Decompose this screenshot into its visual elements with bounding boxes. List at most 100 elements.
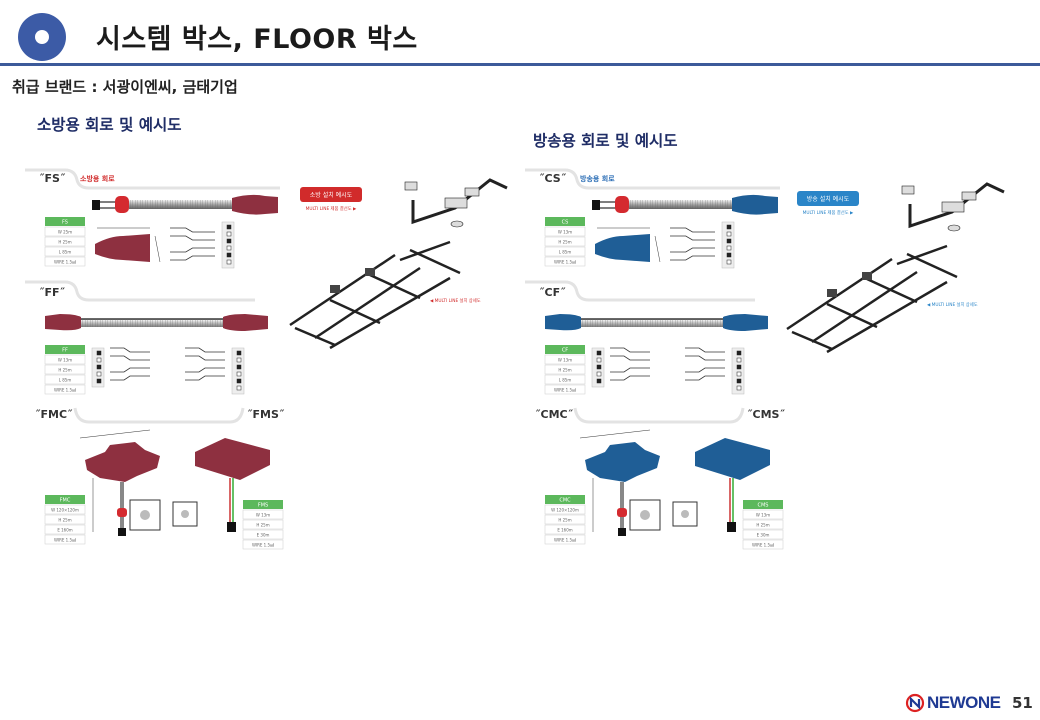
page-title: 시스템 박스, FLOOR 박스	[96, 24, 418, 55]
svg-text:WIRE 1.5㎟: WIRE 1.5㎟	[54, 258, 76, 264]
terminal-block	[721, 221, 735, 269]
exploded-assembly-drawing	[404, 178, 508, 228]
wiring-diagram	[110, 347, 150, 381]
svg-text:FS: FS	[62, 220, 68, 226]
newone-logo-icon	[905, 693, 925, 713]
svg-text:H 25m: H 25m	[256, 522, 269, 527]
product-tag: ˝FF˝	[39, 286, 66, 299]
connector-drawing	[595, 227, 661, 263]
connector-drawing	[95, 227, 161, 263]
svg-text:H 25m: H 25m	[58, 517, 71, 522]
left-section-heading: 소방용 회로 및 예시도	[37, 116, 182, 134]
svg-text:H 25m: H 25m	[558, 239, 571, 244]
svg-text:WIRE 1.5㎟: WIRE 1.5㎟	[554, 258, 576, 264]
svg-text:H 25m: H 25m	[58, 367, 71, 372]
diagram-badge-label: 방송 설치 예시도	[807, 195, 850, 203]
product-title: 소방용 회로	[80, 174, 115, 183]
svg-text:L 85m: L 85m	[59, 377, 72, 382]
wiring-diagram	[610, 347, 650, 381]
fire-installation-diagram: 소방 설치 예시도 MULTI LINE 제품 결선도 ▶ ◀ MULTI LI…	[285, 160, 525, 360]
right-section-heading: 방송용 회로 및 예시도	[533, 132, 678, 150]
svg-text:E 30m: E 30m	[757, 532, 770, 537]
svg-text:WIRE 1.5㎟: WIRE 1.5㎟	[752, 541, 774, 547]
product-tag: ˝FMS˝	[247, 408, 285, 421]
svg-text:W 13m: W 13m	[58, 357, 72, 362]
svg-text:FF: FF	[62, 348, 68, 354]
install-detail-note: ◀ MULTI LINE 설치 상세도	[430, 297, 481, 304]
exploded-assembly-drawing	[901, 182, 1005, 232]
svg-text:CMC: CMC	[559, 498, 571, 504]
svg-text:FMC: FMC	[60, 498, 71, 504]
product-title: 방송용 회로	[580, 174, 615, 183]
section-bullet-icon	[18, 13, 66, 61]
wiring-diagram	[670, 227, 715, 261]
broadcast-installation-diagram: 방송 설치 예시도 MULTI LINE 제품 결선도 ▶ ◀ MULTI LI…	[782, 164, 1022, 364]
terminal-block	[591, 347, 605, 388]
product-tag: ˝CMC˝	[535, 408, 574, 421]
install-detail-note: ◀ MULTI LINE 설치 상세도	[927, 301, 978, 308]
svg-text:W 120×120m: W 120×120m	[51, 507, 79, 512]
svg-text:E 30m: E 30m	[257, 532, 270, 537]
svg-text:W 13m: W 13m	[558, 357, 572, 362]
tab-divider	[573, 407, 745, 424]
svg-text:WIRE 1.5㎟: WIRE 1.5㎟	[54, 386, 76, 392]
svg-text:WIRE 1.5㎟: WIRE 1.5㎟	[554, 536, 576, 542]
footer-brand: NEWONE	[927, 693, 1001, 712]
svg-text:W 25m: W 25m	[58, 229, 72, 234]
title-divider	[0, 63, 1040, 66]
product-tag: ˝CMS˝	[747, 408, 785, 421]
wiring-diagram	[685, 347, 725, 381]
newone-logo: NEWONE	[905, 693, 1001, 713]
terminal-block	[231, 347, 245, 395]
wiring-diagram	[170, 227, 215, 261]
svg-text:W 13m: W 13m	[256, 512, 270, 517]
tab-divider	[525, 168, 780, 190]
brand-subtitle: 취급 브랜드 : 서광이엔씨, 금태기업	[12, 78, 238, 96]
svg-text:FMS: FMS	[258, 503, 268, 509]
svg-text:W 13m: W 13m	[756, 512, 770, 517]
tab-divider	[25, 280, 255, 302]
tab-divider	[73, 407, 245, 424]
svg-text:L 85m: L 85m	[559, 377, 572, 382]
svg-text:W 13m: W 13m	[558, 229, 572, 234]
diagram-badge-label: 소방 설치 예시도	[310, 191, 353, 199]
svg-text:E 160m: E 160m	[57, 527, 72, 532]
terminal-layout-drawing	[129, 499, 198, 531]
cable-product-image	[92, 194, 278, 215]
wiring-diagram	[185, 347, 225, 381]
tab-divider	[525, 280, 755, 302]
product-tag: ˝FMC˝	[35, 408, 73, 421]
floor-box-rect-image	[195, 438, 270, 532]
ceiling-grid-drawing	[289, 240, 461, 350]
svg-text:WIRE 1.5㎟: WIRE 1.5㎟	[54, 536, 76, 542]
floor-box-cross-image	[579, 429, 660, 536]
svg-text:W 120×120m: W 120×120m	[551, 507, 579, 512]
svg-text:E 160m: E 160m	[557, 527, 572, 532]
svg-text:CF: CF	[562, 348, 568, 354]
terminal-block	[91, 347, 105, 388]
svg-text:L 85m: L 85m	[559, 249, 572, 254]
svg-text:H 25m: H 25m	[756, 522, 769, 527]
cable-product-image	[545, 314, 768, 331]
terminal-block	[731, 347, 745, 395]
page-number: 51	[1012, 694, 1033, 712]
product-tag: ˝CF˝	[539, 286, 566, 299]
floor-box-cross-image	[79, 429, 160, 536]
svg-text:H 25m: H 25m	[558, 517, 571, 522]
wiring-note: MULTI LINE 제품 결선도 ▶	[306, 205, 357, 212]
floor-box-rect-image	[695, 438, 770, 532]
ceiling-grid-drawing	[786, 244, 958, 354]
svg-text:WIRE 1.5㎟: WIRE 1.5㎟	[554, 386, 576, 392]
diagram-badge	[300, 187, 362, 202]
svg-text:H 25m: H 25m	[558, 367, 571, 372]
tab-divider	[25, 168, 280, 190]
